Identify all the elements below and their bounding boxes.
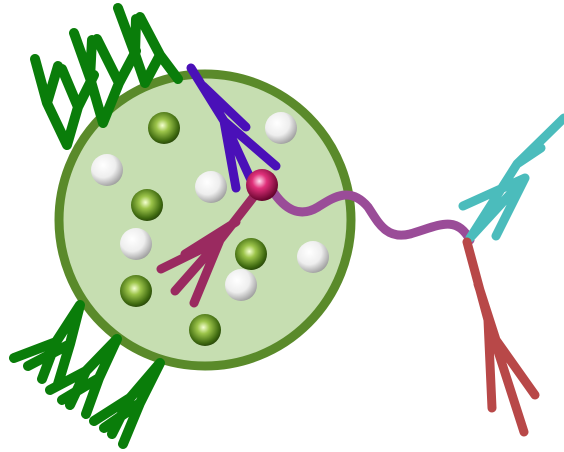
- antibody-teal: [463, 118, 564, 238]
- green-bead: [120, 275, 152, 307]
- green-bead: [131, 189, 163, 221]
- conjugate-bead: [246, 169, 278, 201]
- green-bead: [235, 238, 267, 270]
- green-bead: [148, 112, 180, 144]
- white-bead: [195, 171, 227, 203]
- white-bead: [225, 269, 257, 301]
- white-bead: [297, 241, 329, 273]
- antibody-green-4: [14, 305, 80, 384]
- antibody-red: [467, 242, 535, 432]
- white-bead: [91, 154, 123, 186]
- white-bead: [120, 228, 152, 260]
- white-bead: [265, 112, 297, 144]
- green-bead: [189, 314, 221, 346]
